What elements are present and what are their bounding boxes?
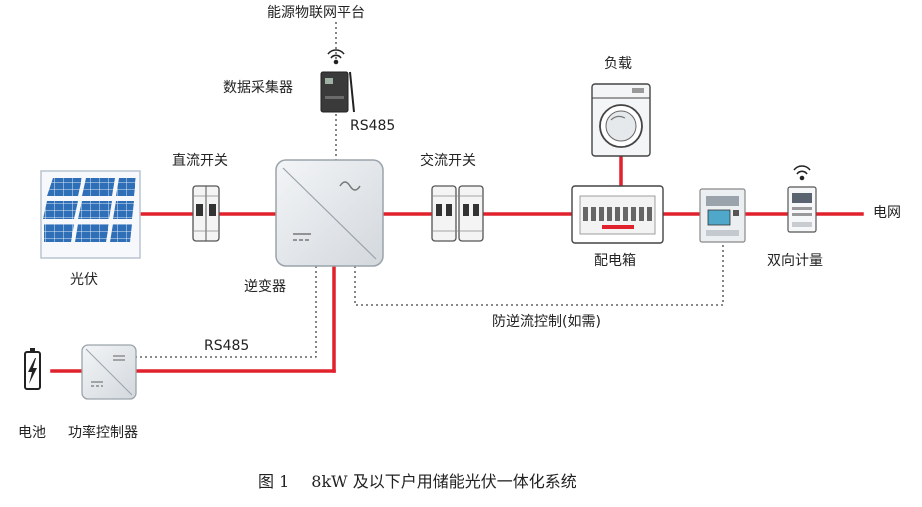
battery-icon bbox=[24, 348, 41, 390]
label-distribution-box: 配电箱 bbox=[594, 253, 636, 269]
label-platform: 能源物联网平台 bbox=[267, 5, 365, 21]
label-rs485-top: RS485 bbox=[350, 118, 396, 134]
inverter-icon bbox=[275, 159, 384, 267]
figure-caption: 图 1 8kW 及以下户用储能光伏一体化系统 bbox=[258, 473, 577, 491]
bidirectional-meter-icon bbox=[787, 186, 817, 233]
figure-number: 图 1 bbox=[258, 472, 290, 491]
figure-title: 8kW 及以下户用储能光伏一体化系统 bbox=[311, 472, 577, 491]
signal-lines bbox=[136, 22, 724, 358]
wifi-icon-meter bbox=[793, 165, 811, 181]
power-controller-icon bbox=[81, 344, 137, 400]
label-power-controller: 功率控制器 bbox=[68, 425, 138, 441]
label-pv: 光伏 bbox=[70, 272, 98, 288]
distribution-box-icon bbox=[571, 185, 664, 244]
label-collector: 数据采集器 bbox=[223, 80, 293, 96]
dc-switch-icon bbox=[192, 185, 220, 242]
ac-switch-icon bbox=[431, 185, 484, 242]
signal-line-anti-backflow bbox=[354, 242, 724, 306]
pv-panel-icon bbox=[40, 170, 141, 259]
label-anti-backflow: 防逆流控制(如需) bbox=[492, 314, 601, 330]
signal-line-rs485-bottom bbox=[136, 266, 317, 358]
washing-machine-icon bbox=[591, 83, 651, 157]
label-bidirectional-meter: 双向计量 bbox=[767, 253, 823, 269]
label-rs485-bottom: RS485 bbox=[204, 338, 250, 354]
power-lines bbox=[50, 154, 864, 373]
wifi-icon-collector bbox=[327, 49, 345, 65]
label-battery: 电池 bbox=[18, 425, 46, 441]
label-ac-switch: 交流开关 bbox=[420, 153, 476, 169]
label-dc-switch: 直流开关 bbox=[172, 153, 228, 169]
label-grid: 电网 bbox=[873, 205, 901, 221]
data-collector-icon bbox=[320, 71, 355, 113]
label-load: 负载 bbox=[604, 56, 632, 72]
anti-backflow-meter-icon bbox=[699, 188, 746, 243]
label-inverter: 逆变器 bbox=[244, 279, 286, 295]
